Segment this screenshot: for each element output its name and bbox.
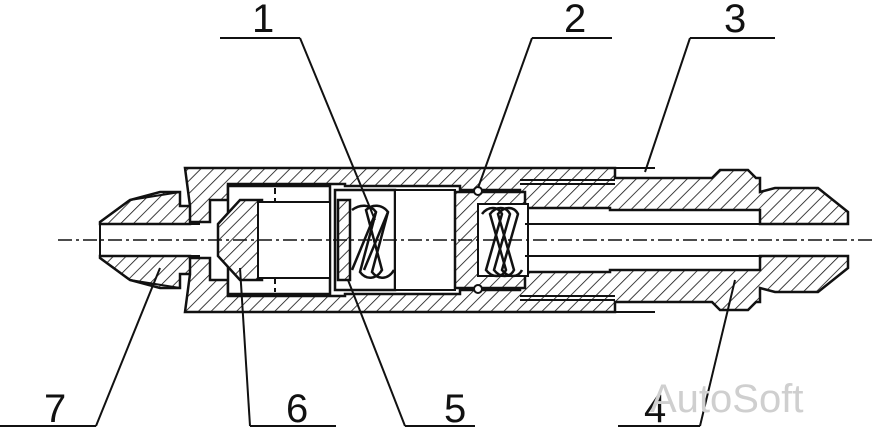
label-2: 2	[564, 0, 586, 41]
watermark: AutoSoft	[650, 377, 803, 421]
o-ring-lower	[473, 284, 483, 294]
housing-upper	[98, 166, 850, 226]
label-6: 6	[286, 387, 308, 431]
leaders	[0, 37, 775, 427]
label-5: 5	[444, 387, 466, 431]
label-4: 4	[644, 387, 666, 431]
label-3: 3	[724, 0, 746, 41]
spring-left	[350, 204, 396, 279]
label-7: 7	[44, 387, 66, 431]
thread-region	[520, 167, 655, 313]
housing-lower	[98, 254, 850, 314]
label-1: 1	[252, 0, 274, 41]
left-nozzle	[99, 191, 181, 289]
spring-right	[481, 206, 524, 278]
o-ring-upper	[473, 186, 483, 196]
